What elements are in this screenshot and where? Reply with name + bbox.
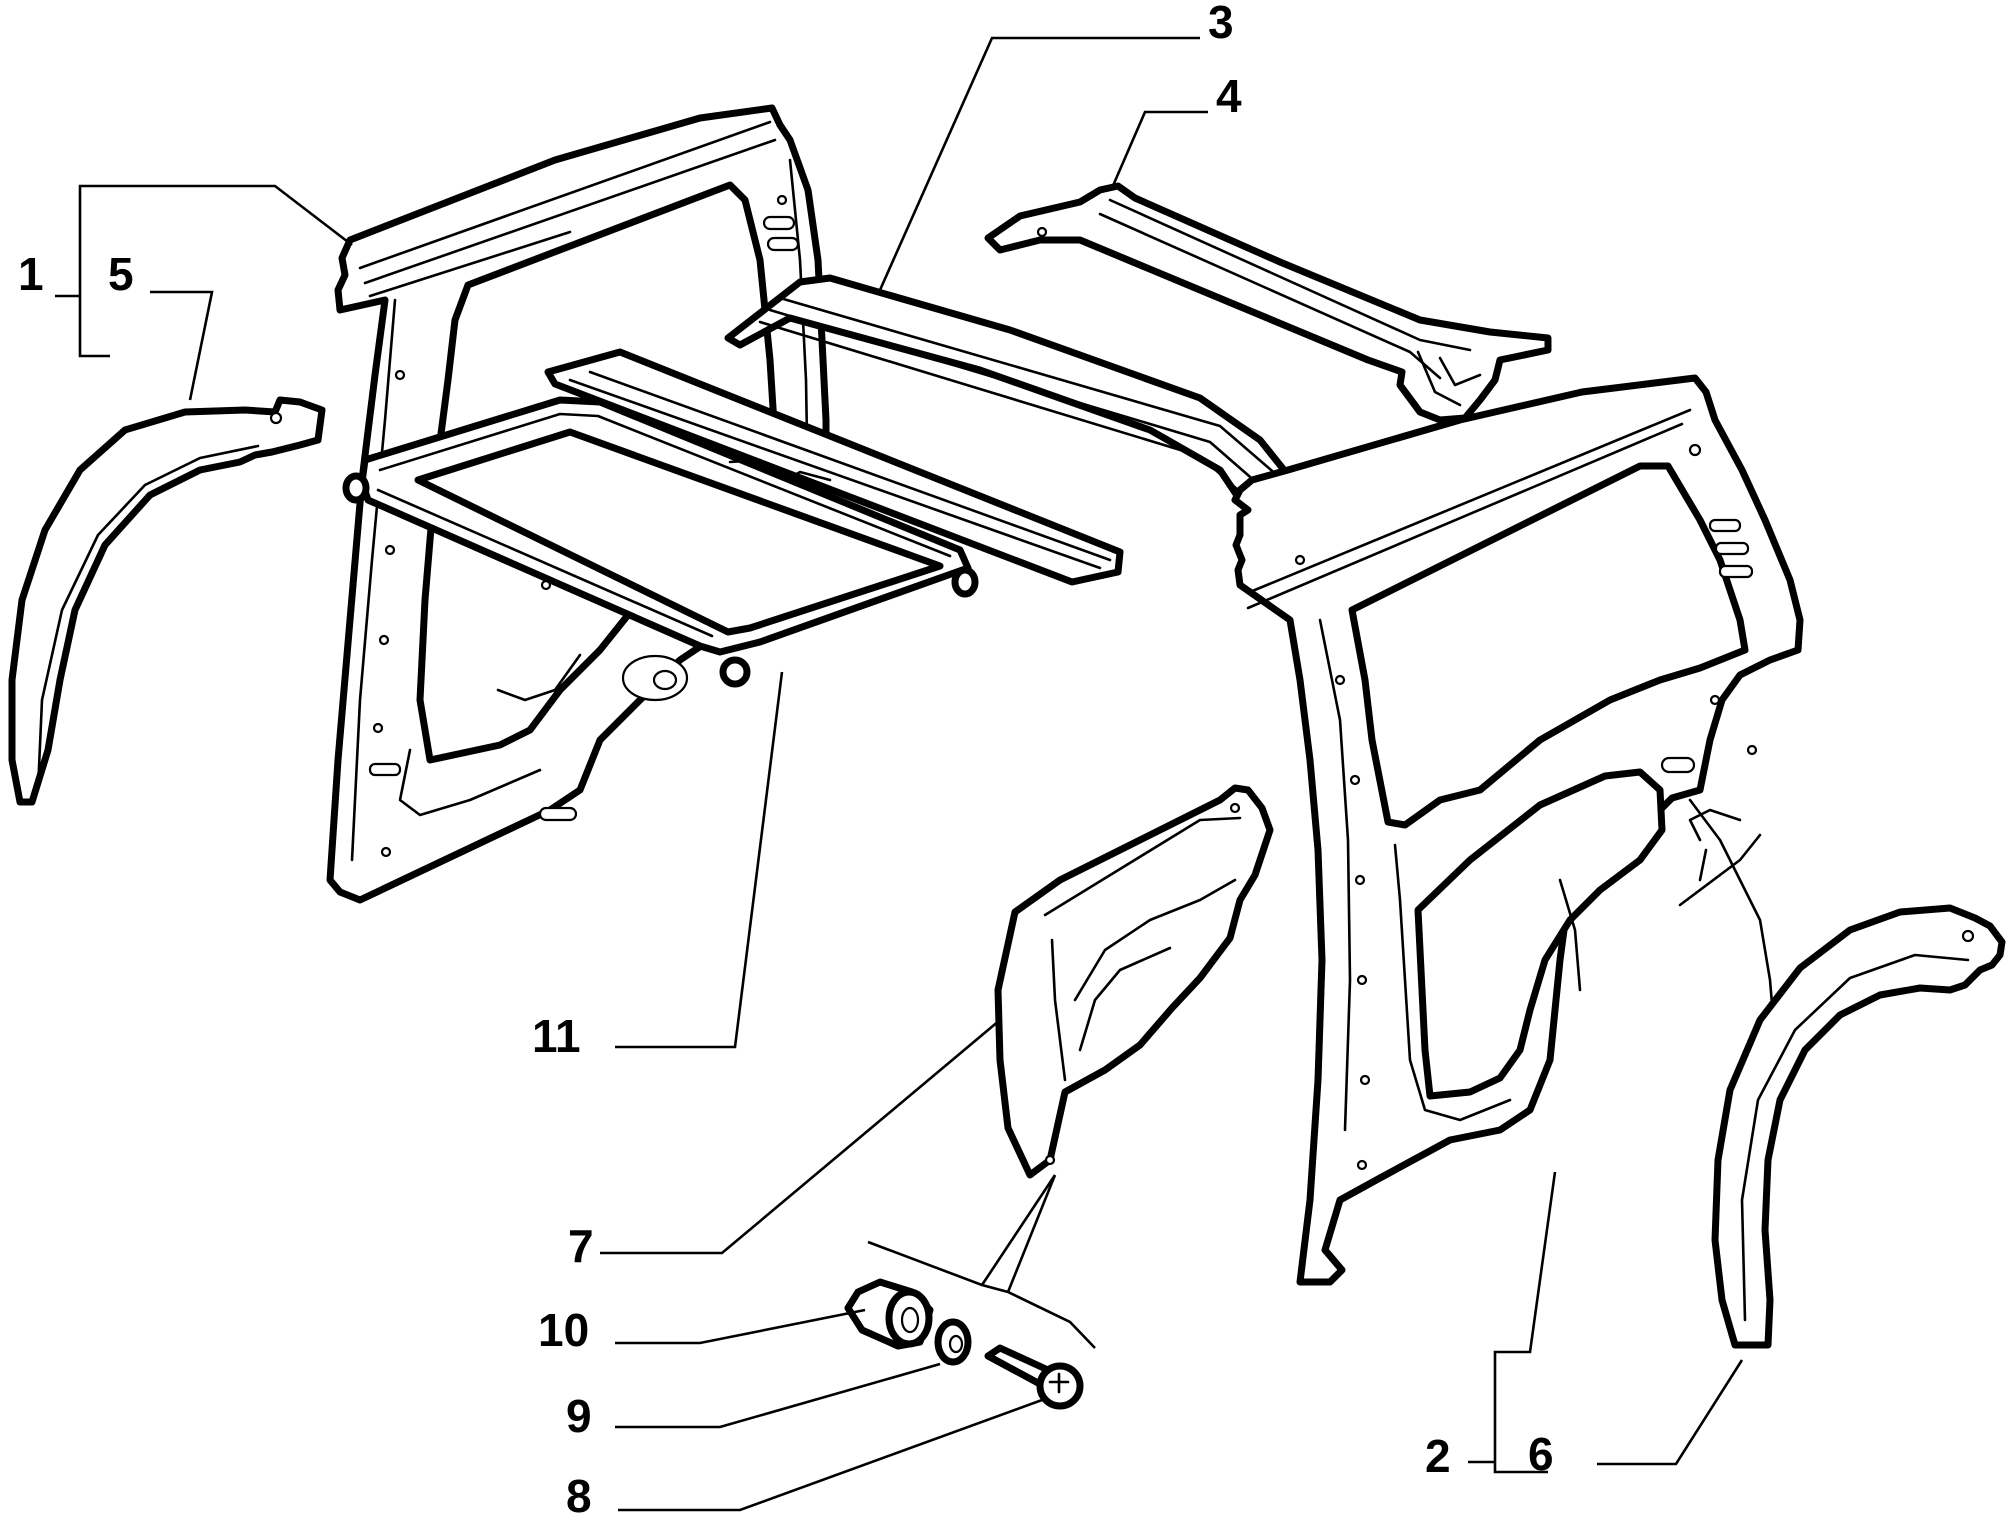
- callout-10: 10: [538, 1304, 589, 1356]
- callout-6: 6: [1528, 1428, 1554, 1480]
- left-wheel-arch-outline: [8, 396, 326, 806]
- callout-2: 2: [1425, 1430, 1451, 1482]
- callout-11: 11: [532, 1010, 581, 1062]
- washer: [934, 1318, 972, 1366]
- leader-11: [615, 671, 784, 1049]
- callout-5: 5: [108, 248, 134, 300]
- left-wheel-arch-trim: [8, 396, 326, 806]
- sunroof-frame: [342, 348, 1124, 688]
- callout-labels: 1 5 3 4 11 7 10 9 8 2 6: [18, 0, 1554, 1516]
- leader-8: [618, 1398, 1043, 1512]
- leader-10: [615, 1308, 866, 1345]
- rear-roof-bracket: [984, 182, 1552, 424]
- sunroof-pin-right: [951, 566, 979, 598]
- inner-wheelhouse-outline: [994, 784, 1274, 1179]
- leader-5: [150, 290, 214, 401]
- callout-9: 9: [566, 1390, 592, 1442]
- right-side-door-opening: [1414, 768, 1666, 1100]
- callout-4: 4: [1216, 70, 1242, 122]
- leader-1: [78, 184, 353, 358]
- fixing-screw: [984, 1344, 1084, 1410]
- callout-3: 3: [1208, 0, 1234, 48]
- callout-1: 1: [18, 248, 44, 300]
- sunroof-pin-front: [719, 656, 751, 688]
- leader-4: [1110, 110, 1208, 189]
- leader-7-fastener-split: [980, 1174, 1057, 1286]
- fastener-axis-bracket: [867, 1240, 1096, 1349]
- sunroof-pin-left: [342, 472, 370, 504]
- leader-7-fastener-split-b: [1006, 1174, 1057, 1293]
- right-side-window-opening: [1348, 462, 1749, 829]
- leader-lines: [55, 36, 1744, 1512]
- sunroof-glass-opening: [414, 428, 944, 636]
- right-wheel-arch-trim: [1711, 904, 2006, 1349]
- bushing: [844, 1278, 934, 1350]
- leader-3: [878, 36, 1200, 291]
- inner-wheelhouse-liner: [994, 784, 1274, 1179]
- callout-8: 8: [566, 1470, 592, 1516]
- leader-2: [1493, 1171, 1557, 1474]
- leader-6: [1597, 1359, 1744, 1466]
- leader-9: [615, 1362, 941, 1429]
- right-side-frame-panel: [1231, 374, 1804, 1286]
- callout-7: 7: [568, 1220, 594, 1272]
- right-wheel-arch-outline: [1711, 904, 2006, 1349]
- rear-roof-bracket-outline: [984, 182, 1552, 424]
- leader-7: [600, 1019, 1001, 1255]
